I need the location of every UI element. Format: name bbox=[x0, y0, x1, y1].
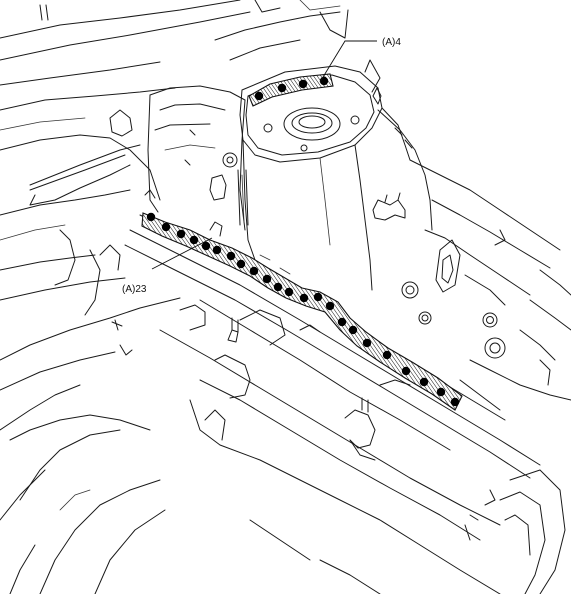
spot-weld-lower-14 bbox=[313, 292, 323, 302]
weld-group-upper bbox=[248, 73, 334, 107]
spot-weld-lower-7 bbox=[226, 251, 236, 261]
spot-weld-lower-17 bbox=[348, 325, 358, 335]
spot-weld-lower-2 bbox=[161, 222, 171, 232]
weld-seam-lower bbox=[141, 212, 463, 411]
callout-label-upper: (A)4 bbox=[382, 37, 401, 48]
leader-line-upper bbox=[319, 40, 377, 83]
spot-weld-lower-9 bbox=[249, 266, 259, 276]
leader-line-lower bbox=[151, 237, 213, 270]
spot-weld-upper-3 bbox=[298, 79, 308, 89]
spot-weld-lower-21 bbox=[419, 377, 429, 387]
spot-weld-lower-20 bbox=[401, 366, 411, 376]
callout-label-lower: (A)23 bbox=[122, 284, 147, 295]
spot-weld-lower-13 bbox=[299, 293, 309, 303]
spot-weld-lower-15 bbox=[325, 301, 335, 311]
callout-lower: (A)23 bbox=[122, 237, 213, 295]
spot-weld-lower-1 bbox=[146, 212, 156, 222]
spot-weld-lower-23 bbox=[450, 397, 460, 407]
spot-weld-lower-6 bbox=[212, 245, 222, 255]
spot-weld-lower-4 bbox=[189, 235, 199, 245]
spot-weld-lower-18 bbox=[362, 338, 372, 348]
spot-weld-lower-19 bbox=[382, 350, 392, 360]
weld-seam-upper bbox=[248, 73, 334, 107]
callout-upper: (A)4 bbox=[319, 37, 401, 83]
spot-weld-lower-8 bbox=[236, 259, 246, 269]
spot-weld-lower-16 bbox=[337, 317, 347, 327]
spot-weld-lower-11 bbox=[273, 282, 283, 292]
spot-weld-lower-3 bbox=[176, 229, 186, 239]
spot-weld-lower-22 bbox=[436, 387, 446, 397]
spot-weld-upper-1 bbox=[254, 91, 264, 101]
spot-weld-lower-5 bbox=[201, 241, 211, 251]
weld-group-lower bbox=[141, 212, 463, 411]
spot-weld-lower-10 bbox=[262, 274, 272, 284]
spot-weld-lower-12 bbox=[284, 287, 294, 297]
spot-weld-upper-2 bbox=[277, 83, 287, 93]
